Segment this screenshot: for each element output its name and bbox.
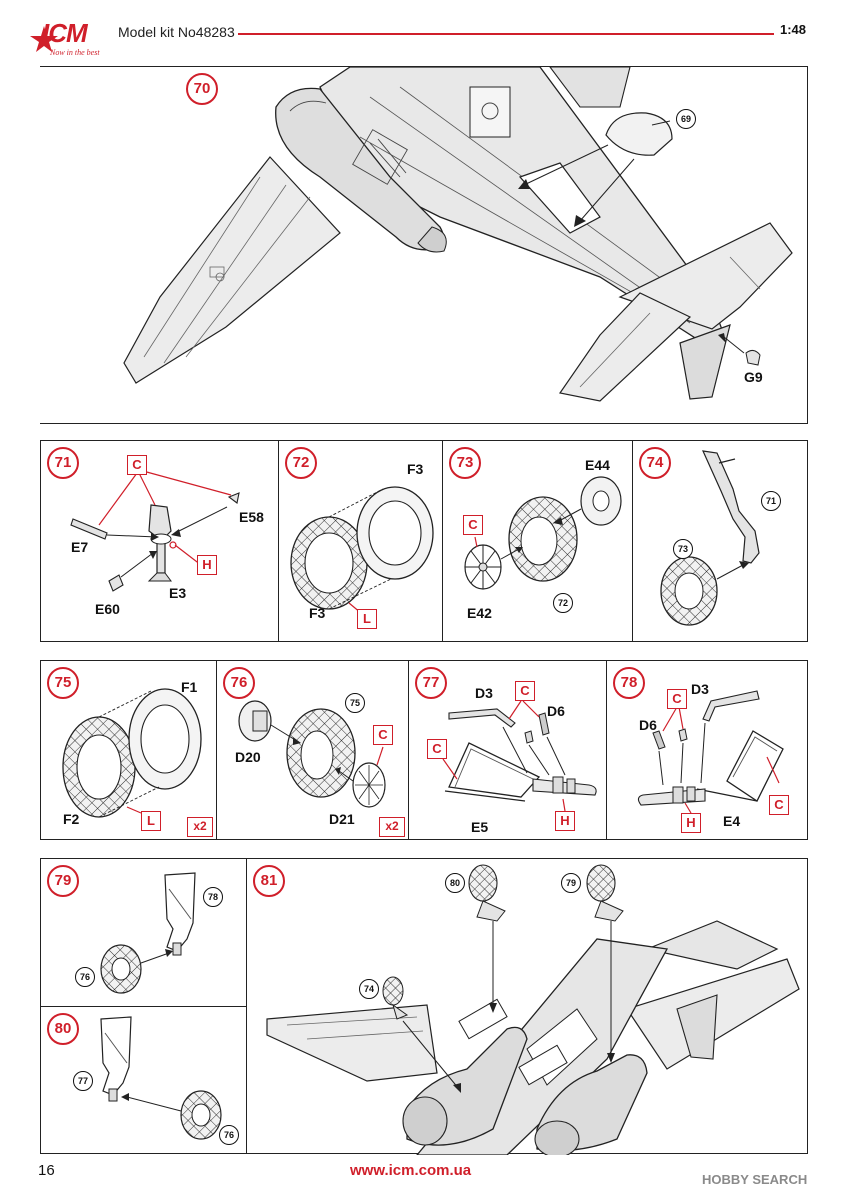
part-label: F3 xyxy=(309,605,326,621)
step-number-badge: 81 xyxy=(253,865,285,897)
paint-code-tag: L xyxy=(357,609,377,629)
step-70-panel: 70 69 G9 xyxy=(40,66,808,424)
step-number-badge: 76 xyxy=(223,667,255,699)
paint-code-tag: C xyxy=(769,795,789,815)
source-watermark: HOBBY SEARCH xyxy=(702,1172,808,1187)
step-81-panel: 81 80 79 74 xyxy=(246,858,808,1155)
paint-code-tag: L xyxy=(141,811,161,831)
step-reference-badge: 75 xyxy=(345,693,365,713)
step-number-badge: 71 xyxy=(47,447,79,479)
part-label: D20 xyxy=(235,749,261,765)
part-label: E42 xyxy=(467,605,492,621)
paint-code-tag: C xyxy=(463,515,483,535)
part-label: E44 xyxy=(585,457,610,473)
step-number-badge: 78 xyxy=(613,667,645,699)
step-reference-badge: 79 xyxy=(561,873,581,893)
main-gear-wheel-install-illustration xyxy=(100,872,196,994)
step-79-panel: 79 78 76 xyxy=(40,858,248,1008)
step-reference-badge: 78 xyxy=(203,887,223,907)
part-label: E7 xyxy=(71,539,89,555)
part-label: D6 xyxy=(639,717,657,733)
website-link[interactable]: www.icm.com.ua xyxy=(350,1162,472,1179)
header-divider xyxy=(238,33,774,35)
wheel-assembly-illustration xyxy=(464,476,622,590)
step-reference-badge: 80 xyxy=(445,873,465,893)
gear-wheel-install-illustration xyxy=(660,450,760,626)
brand-tagline: Now in the best xyxy=(50,48,100,57)
paint-code-tag: H xyxy=(197,555,217,575)
kit-number: Model kit No48283 xyxy=(118,24,235,40)
gear-frame-mirror-assembly-illustration xyxy=(637,690,784,814)
step-number-badge: 77 xyxy=(415,667,447,699)
step-reference-badge: 76 xyxy=(219,1125,239,1145)
part-label: E4 xyxy=(723,813,741,829)
step-number-badge: 73 xyxy=(449,447,481,479)
step-number-badge: 79 xyxy=(47,865,79,897)
quantity-multiplier: x2 xyxy=(187,817,213,837)
step-reference-badge: 77 xyxy=(73,1071,93,1091)
landing-gear-final-install-illustration xyxy=(266,864,800,1155)
part-label: F1 xyxy=(181,679,198,695)
paint-code-tag: H xyxy=(681,813,701,833)
part-label: G9 xyxy=(744,369,763,385)
step-reference-badge: 73 xyxy=(673,539,693,559)
page-header: ICM Now in the best Model kit No48283 1:… xyxy=(0,0,848,60)
gear-frame-assembly-illustration xyxy=(442,700,597,812)
tire-halves-illustration xyxy=(290,486,434,614)
icm-logo-star-icon xyxy=(30,26,58,52)
step-76-panel: 76 75 D20 D21 C x2 xyxy=(216,660,410,840)
paint-code-tag: C xyxy=(515,681,535,701)
landing-gear-strut-illustration xyxy=(70,470,240,592)
fuselage-canopy-install-illustration xyxy=(123,67,793,402)
part-label: F2 xyxy=(63,811,80,827)
step-reference-badge: 71 xyxy=(761,491,781,511)
quantity-multiplier: x2 xyxy=(379,817,405,837)
part-label: E5 xyxy=(471,819,489,835)
main-wheel-assembly-illustration xyxy=(238,700,386,808)
part-label: D3 xyxy=(475,685,493,701)
scale-label: 1:48 xyxy=(780,22,807,37)
step-number-badge: 72 xyxy=(285,447,317,479)
step-reference-badge: 69 xyxy=(676,109,696,129)
step-reference-badge: 76 xyxy=(75,967,95,987)
part-label: F3 xyxy=(407,461,424,477)
step-number-badge: 75 xyxy=(47,667,79,699)
part-label: D21 xyxy=(329,811,355,827)
step-number-badge: 74 xyxy=(639,447,671,479)
paint-code-tag: C xyxy=(373,725,393,745)
main-gear-wheel-mirror-install-illustration xyxy=(100,1016,222,1140)
part-label: E60 xyxy=(95,601,120,617)
page-number: 16 xyxy=(38,1162,55,1179)
step-80-panel: 80 77 76 xyxy=(40,1006,248,1154)
main-tire-halves-illustration xyxy=(62,688,202,818)
step-number-badge: 70 xyxy=(186,73,218,105)
step-75-panel: 75 F1 F2 L x2 xyxy=(40,660,218,840)
part-label: E58 xyxy=(239,509,264,525)
step-74-panel: 74 71 73 xyxy=(632,440,808,642)
part-label: D6 xyxy=(547,703,565,719)
step-71-panel: 71 C H E7 E58 E60 E3 xyxy=(40,440,280,642)
step-number-badge: 80 xyxy=(47,1013,79,1045)
paint-code-tag: C xyxy=(427,739,447,759)
step-78-panel: 78 D3 D6 E4 C C H xyxy=(606,660,808,840)
step-77-panel: 77 D3 D6 E5 C C H xyxy=(408,660,608,840)
part-label: E3 xyxy=(169,585,187,601)
step-73-panel: 73 E44 E42 C 72 xyxy=(442,440,634,642)
paint-code-tag: C xyxy=(127,455,147,475)
paint-code-tag: C xyxy=(667,689,687,709)
step-72-panel: 72 F3 F3 L xyxy=(278,440,444,642)
step-reference-badge: 74 xyxy=(359,979,379,999)
brand-logo: ICM xyxy=(42,18,88,48)
part-label: D3 xyxy=(691,681,709,697)
paint-code-tag: H xyxy=(555,811,575,831)
step-reference-badge: 72 xyxy=(553,593,573,613)
